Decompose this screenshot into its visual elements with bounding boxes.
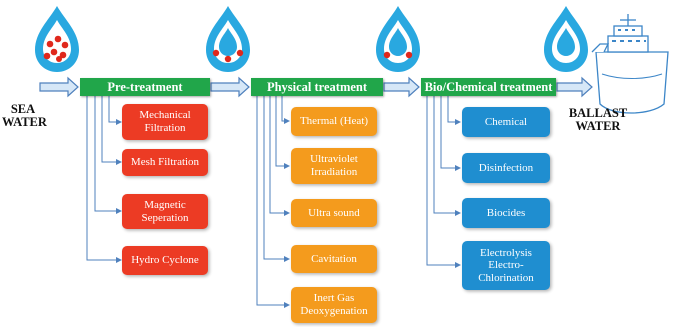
step-thermal-heat: Thermal (Heat) bbox=[291, 107, 377, 136]
water-drop-icon bbox=[544, 6, 588, 72]
water-drop-icon bbox=[376, 6, 420, 72]
step-inert-gas-deoxygenation: Inert Gas Deoxygenation bbox=[291, 287, 377, 323]
step-chemical: Chemical bbox=[462, 107, 550, 137]
step-magnetic-separation: Magnetic Seperation bbox=[122, 194, 208, 229]
water-drop-icon bbox=[35, 6, 79, 72]
ballast-water-label: BALLAST WATER bbox=[568, 106, 628, 134]
step-disinfection: Disinfection bbox=[462, 153, 550, 183]
pretreatment-connectors bbox=[86, 96, 122, 263]
flow-arrow-to-ballast bbox=[556, 76, 593, 98]
flow-arrow-sea-to-pretreatment bbox=[39, 76, 79, 98]
step-electrolysis-electro-chlorination: Electrolysis Electro- Chlorination bbox=[462, 241, 550, 290]
stage-header-physical-treatment: Physical treatment bbox=[251, 78, 383, 96]
stage-header-pre-treatment: Pre-treatment bbox=[80, 78, 210, 96]
step-mesh-filtration: Mesh Filtration bbox=[122, 149, 208, 176]
water-drop-icon bbox=[206, 6, 250, 72]
biochemical-connectors bbox=[426, 96, 461, 268]
stage-header-bio-chemical-treatment: Bio/Chemical treatment bbox=[421, 78, 556, 96]
step-biocides: Biocides bbox=[462, 198, 550, 228]
flow-arrow-to-physical bbox=[210, 76, 250, 98]
step-ultraviolet-irradiation: Ultraviolet Irradiation bbox=[291, 148, 377, 184]
step-mechanical-filtration: Mechanical Filtration bbox=[122, 104, 208, 140]
flow-arrow-to-biochemical bbox=[383, 76, 420, 98]
ship-icon bbox=[591, 14, 669, 114]
step-hydro-cyclone: Hydro Cyclone bbox=[122, 246, 208, 275]
physical-connectors bbox=[256, 96, 290, 308]
step-cavitation: Cavitation bbox=[291, 245, 377, 273]
step-ultra-sound: Ultra sound bbox=[291, 199, 377, 227]
sea-water-label: SEA WATER bbox=[2, 102, 47, 130]
